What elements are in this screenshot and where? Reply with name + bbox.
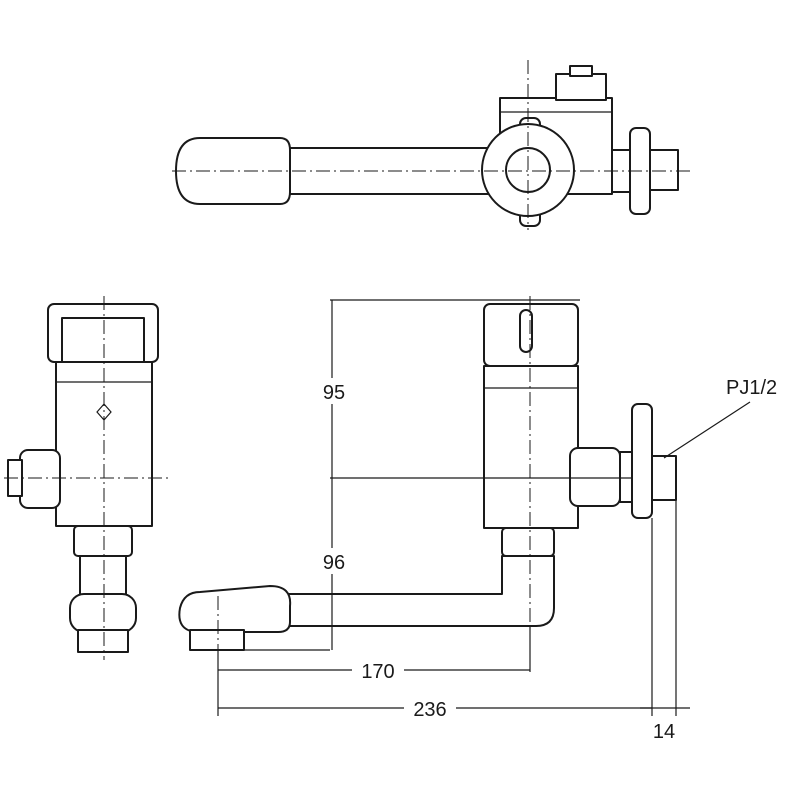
- top-view-thread: [649, 149, 679, 191]
- side-view-spout-tip: [77, 629, 129, 653]
- side-view-marker-icon: [96, 403, 112, 421]
- front-view-body: [483, 365, 579, 529]
- side-view-spout-end: [69, 593, 137, 633]
- dim-spout-offset: 170: [361, 661, 394, 683]
- top-view-cap-knob: [569, 65, 593, 77]
- dim-height-lower: 96: [323, 552, 345, 574]
- front-view-wall-flange: [631, 403, 653, 519]
- front-view-cap-slot: [519, 309, 533, 353]
- side-view-union-nut: [73, 525, 133, 557]
- side-view-pipe: [79, 555, 127, 597]
- top-view: [172, 60, 690, 230]
- front-view-inlet: [569, 447, 621, 507]
- front-view-union-nut: [501, 527, 555, 557]
- side-view: [4, 296, 170, 660]
- front-view-thread: [651, 455, 677, 501]
- front-view-spout-tip: [189, 629, 245, 651]
- side-view-inlet: [19, 449, 61, 509]
- dimension-labels: 95 96 170 236 14 PJ1/2: [316, 377, 777, 743]
- top-view-cap: [555, 73, 607, 101]
- front-view-spout-nozzle: [178, 585, 292, 633]
- side-view-cap-inner: [61, 317, 145, 363]
- front-view: [178, 296, 677, 716]
- dimension-lines: [200, 299, 751, 716]
- thread-spec-label: PJ1/2: [726, 377, 777, 399]
- dim-flange-thickness: 14: [653, 721, 675, 743]
- dim-overall-length: 236: [413, 699, 446, 721]
- dim-height-upper: 95: [323, 382, 345, 404]
